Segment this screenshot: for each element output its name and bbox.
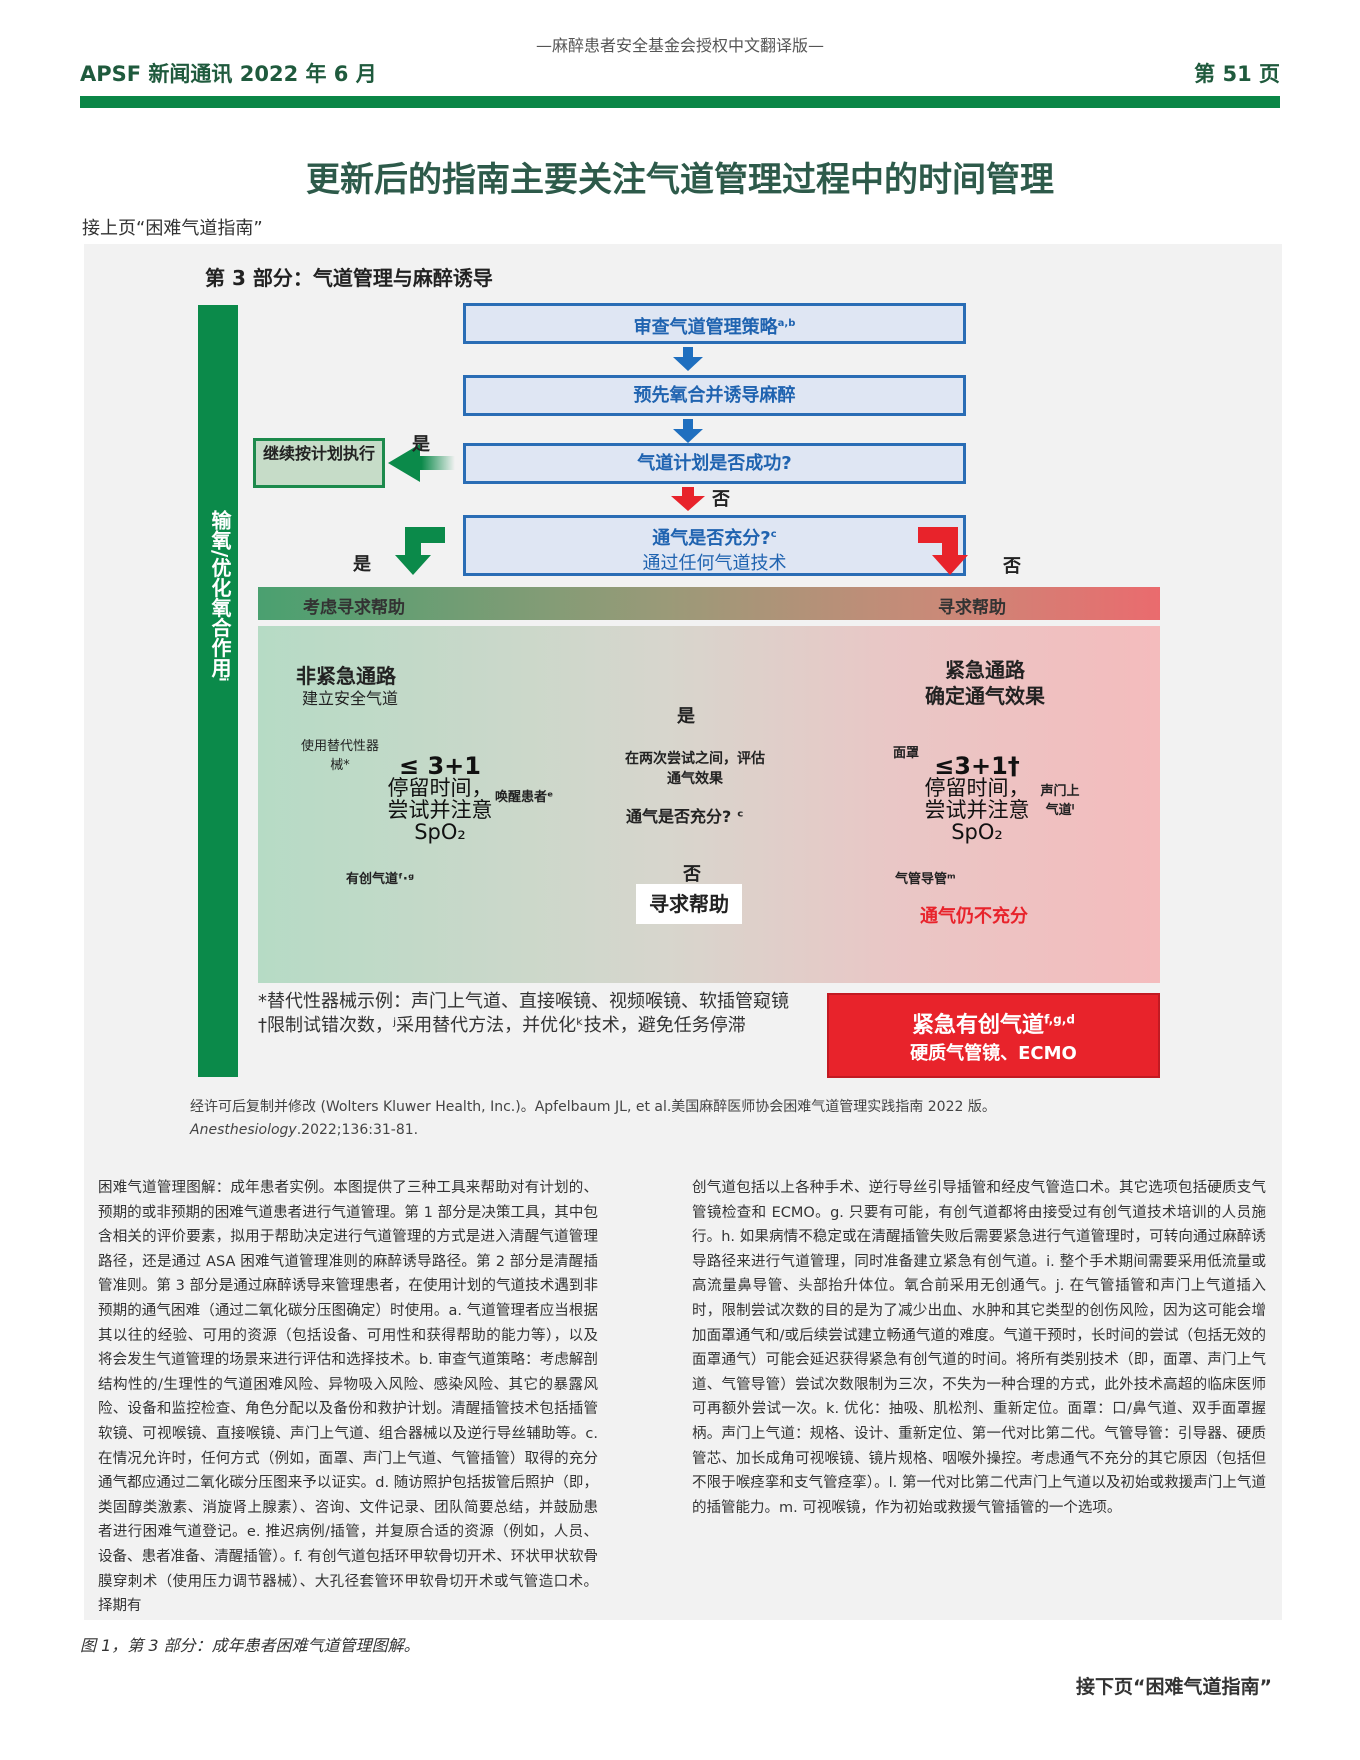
yes-label: 是: [677, 706, 695, 727]
attempt-limit: ≤ 3+1: [399, 752, 481, 780]
down-arrow-red-icon: [918, 527, 968, 575]
down-arrow-icon: [673, 347, 703, 371]
footnote: †限制试错次数，ʲ采用替代方法，并优化ᵏ技术，避免任务停滞: [258, 1015, 746, 1036]
yes-label: 是: [353, 554, 371, 575]
figure-footnotes: *替代性器械示例：声门上气道、直接喉镜、视频喉镜、软插管窥镜 †限制试错次数，ʲ…: [258, 990, 818, 1038]
box-label: 审查气道管理策略: [633, 317, 778, 338]
footnote-ref: a,b: [777, 318, 796, 329]
emergency-center: ≤3+1† 停留时间， 尝试并注意 SpO₂: [912, 752, 1042, 844]
seek-help-label: 寻求帮助: [938, 598, 1006, 618]
spo2-label: SpO₂: [951, 820, 1003, 844]
down-arrow-red-icon: [671, 487, 705, 511]
box-label: 通气是否充分?: [652, 528, 771, 549]
plan-success-box: 气道计划是否成功?: [463, 443, 966, 484]
citation: 经许可后复制并修改 (Wolters Kluwer Health, Inc.)。…: [190, 1096, 996, 1142]
header-divider: [80, 96, 1280, 108]
nonemergency-subtitle: 建立安全气道: [302, 689, 399, 708]
footnote-ref: c: [770, 529, 777, 540]
emergency-invasive-box: 紧急有创气道f,g,d 硬质气管镜、ECMO: [827, 993, 1160, 1078]
no-label: 否: [683, 864, 701, 885]
help-gradient-bar: 考虑寻求帮助 寻求帮助: [258, 587, 1160, 620]
section-title: 第 3 部分：气道管理与麻醉诱导: [205, 266, 493, 290]
left-arrow-green-icon: [388, 444, 455, 482]
continued-to: 接下页“困难气道指南”: [1076, 1676, 1272, 1698]
emergency-box-title: 紧急有创气道: [912, 1013, 1045, 1038]
still-inadequate-label: 通气仍不充分: [920, 906, 1028, 927]
oxygenation-bar: 输氧/优化氧合作用ⁱ: [198, 305, 238, 1077]
legend-text-left: 困难气道管理图解：成年患者实例。本图提供了三种工具来帮助对有计划的、预期的或非预…: [98, 1180, 598, 1615]
ett-label: 气管导管ᵐ: [895, 872, 956, 887]
nonemergency-title: 非紧急通路: [296, 664, 396, 688]
continued-from: 接上页“困难气道指南”: [82, 218, 263, 239]
ventilation-question: 通气是否充分? ᶜ: [626, 807, 744, 826]
down-arrow-green-icon: [395, 527, 445, 575]
sga-label: 声门上气道ˡ: [1040, 784, 1080, 818]
wake-patient-label: 唤醒患者ᵉ: [495, 790, 554, 805]
yes-label: 是: [412, 434, 430, 455]
attempt-limit: ≤3+1†: [934, 752, 1020, 780]
emergency-subtitle: 确定通气效果: [925, 684, 1045, 708]
supertitle: —麻醉患者安全基金会授权中文翻译版—: [535, 36, 824, 55]
citation-ref: .2022;136:31-81.: [296, 1122, 419, 1138]
consider-help-label: 考虑寻求帮助: [303, 598, 405, 618]
emergency-title: 紧急通路 确定通气效果: [900, 657, 1070, 709]
no-label: 否: [1003, 556, 1021, 577]
newsletter-name: APSF 新闻通讯 2022 年 6 月: [80, 62, 377, 86]
footnote: *替代性器械示例：声门上气道、直接喉镜、视频喉镜、软插管窥镜: [258, 991, 789, 1012]
emergency-title-text: 紧急通路: [945, 658, 1025, 682]
figure-caption: 图 1，第 3 部分：成年患者困难气道管理图解。: [80, 1636, 420, 1655]
no-label: 否: [712, 489, 730, 510]
alt-device-label: 使用替代性器械*: [300, 739, 379, 773]
nonemergency-center: ≤ 3+1 停留时间， 尝试并注意 SpO₂: [370, 752, 510, 844]
center-text: 停留时间，: [387, 776, 493, 800]
emergency-box-subtitle: 硬质气管镜、ECMO: [910, 1043, 1077, 1064]
spo2-label: SpO₂: [414, 820, 466, 844]
page-number: 第 51 页: [1194, 62, 1280, 86]
center-text: 尝试并注意: [924, 798, 1030, 822]
page-title: 更新后的指南主要关注气道管理过程中的时间管理: [306, 160, 1054, 200]
center-text: 尝试并注意: [387, 798, 493, 822]
oxygenation-label: 输氧/优化氧合作用ⁱ: [208, 510, 232, 682]
ventilation-adequate-box: 通气是否充分?c 通过任何气道技术: [463, 515, 966, 576]
invasive-airway-label: 有创气道ᶠ·ᵍ: [346, 872, 415, 887]
legend-text-right: 创气道包括以上各种手术、逆行导丝引导插管和经皮气管造口术。其它选项包括硬质支气管…: [692, 1180, 1266, 1516]
preoxygenate-box: 预先氧合并诱导麻醉: [463, 375, 966, 416]
down-arrow-icon: [673, 419, 703, 443]
journal-name: Anesthesiology: [190, 1122, 297, 1138]
citation-line: 经许可后复制并修改 (Wolters Kluwer Health, Inc.)。…: [190, 1099, 996, 1115]
center-text: 停留时间，: [924, 776, 1030, 800]
face-mask-label: 面罩: [893, 746, 920, 761]
box-sublabel: 通过任何气道技术: [642, 553, 787, 574]
seek-help-box: 寻求帮助: [636, 884, 742, 924]
continue-plan-box: 继续按计划执行: [253, 438, 385, 488]
footnote-ref: f,g,d: [1044, 1012, 1075, 1027]
assess-label: 在两次尝试之间，评估通气效果: [625, 751, 765, 787]
review-strategy-box: 审查气道管理策略a,b: [463, 303, 966, 344]
